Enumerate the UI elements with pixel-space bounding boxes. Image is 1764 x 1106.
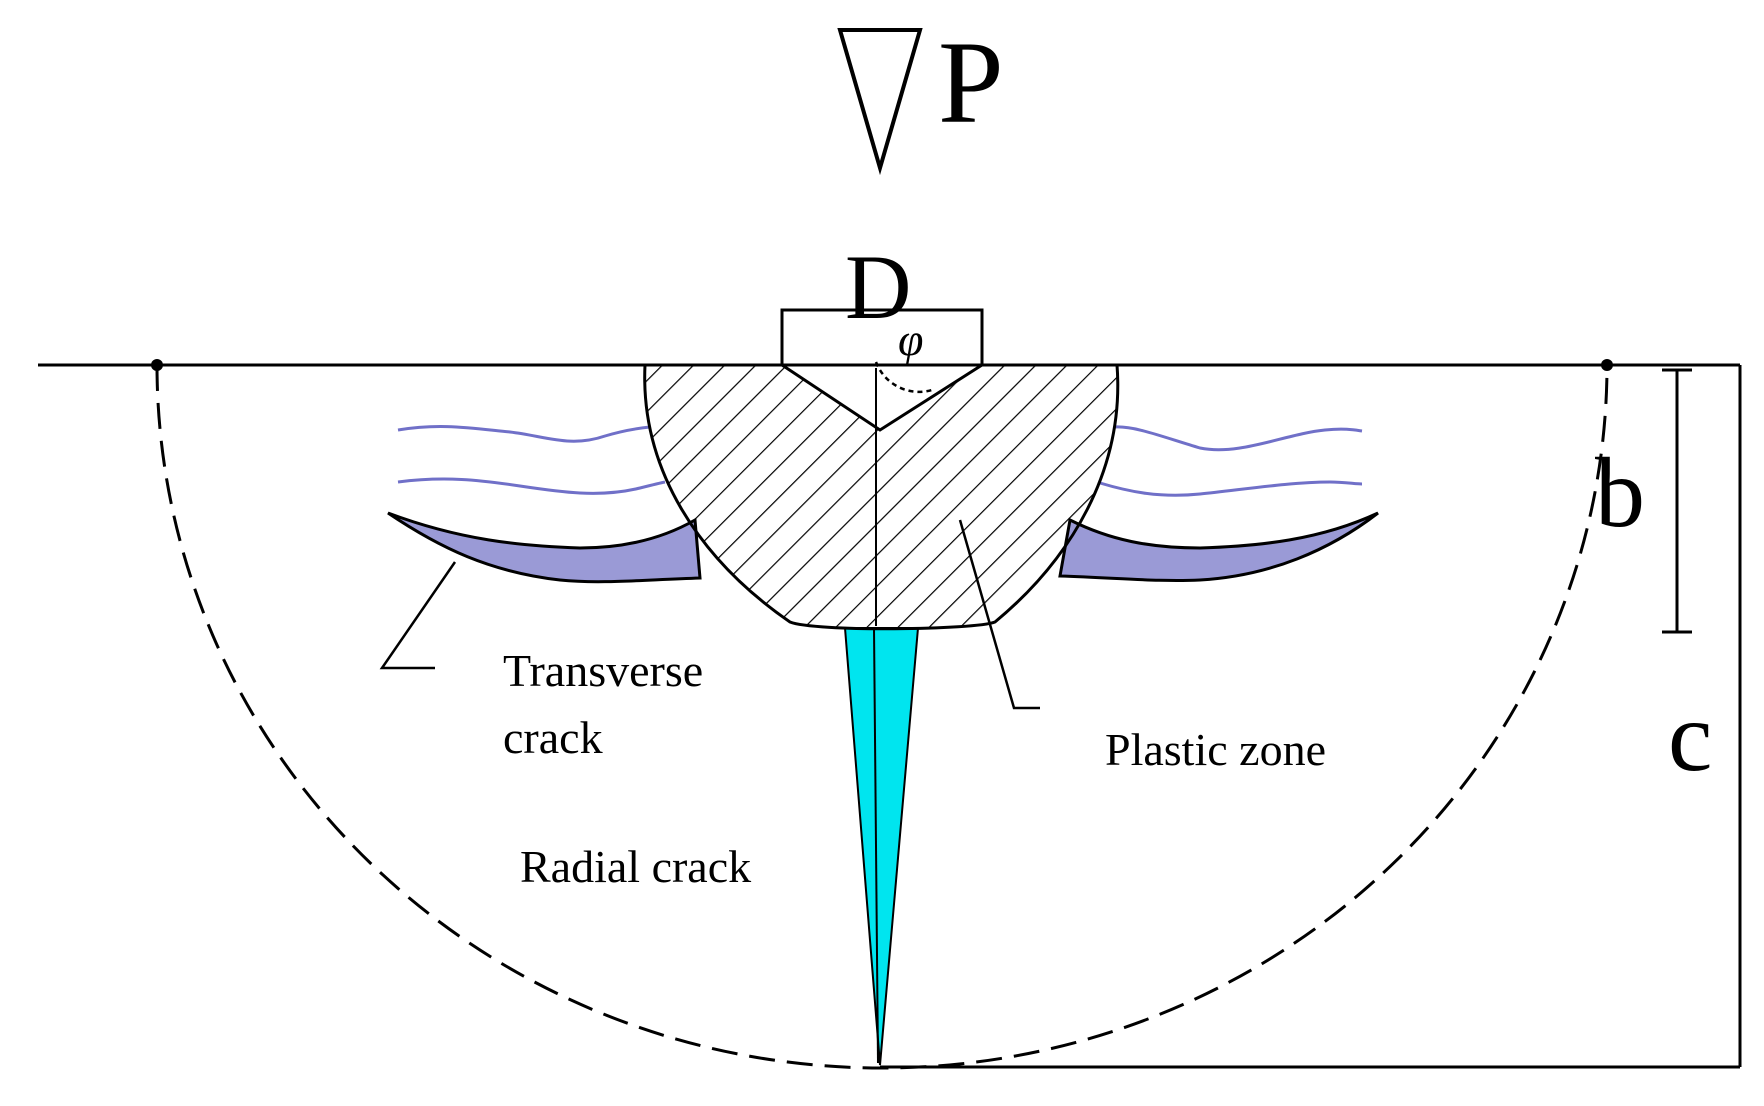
- transverse-crack-left: [387, 511, 702, 584]
- indenter-triangle-icon: [837, 28, 923, 176]
- lateral-line-right-upper: [1114, 425, 1363, 452]
- radial-crack: [843, 627, 920, 1066]
- plastic-zone-leader: [958, 519, 1040, 710]
- lateral-line-left-lower: [397, 477, 666, 495]
- transverse-crack-label-line1: Transverse: [503, 645, 703, 696]
- transverse-crack-right: [1058, 511, 1379, 583]
- lateral-line-right-lower: [1099, 480, 1363, 497]
- plastic-depth-label: b: [1595, 437, 1645, 548]
- indent-width-label: D: [845, 236, 911, 338]
- radial-crack-centerline: [873, 627, 879, 1064]
- radial-crack-label: Radial crack: [520, 841, 751, 892]
- plastic-zone-label: Plastic zone: [1105, 724, 1326, 775]
- crack-depth-label: c: [1668, 681, 1712, 792]
- plastic-zone: [643, 363, 1120, 631]
- transverse-crack-label-line2: crack: [503, 712, 603, 763]
- indent-width-bracket: [780, 308, 984, 364]
- half-angle-label: φ: [898, 314, 923, 365]
- transverse-crack-leader: [379, 561, 457, 670]
- lateral-line-left-upper: [397, 424, 651, 443]
- load-label: P: [938, 17, 1004, 148]
